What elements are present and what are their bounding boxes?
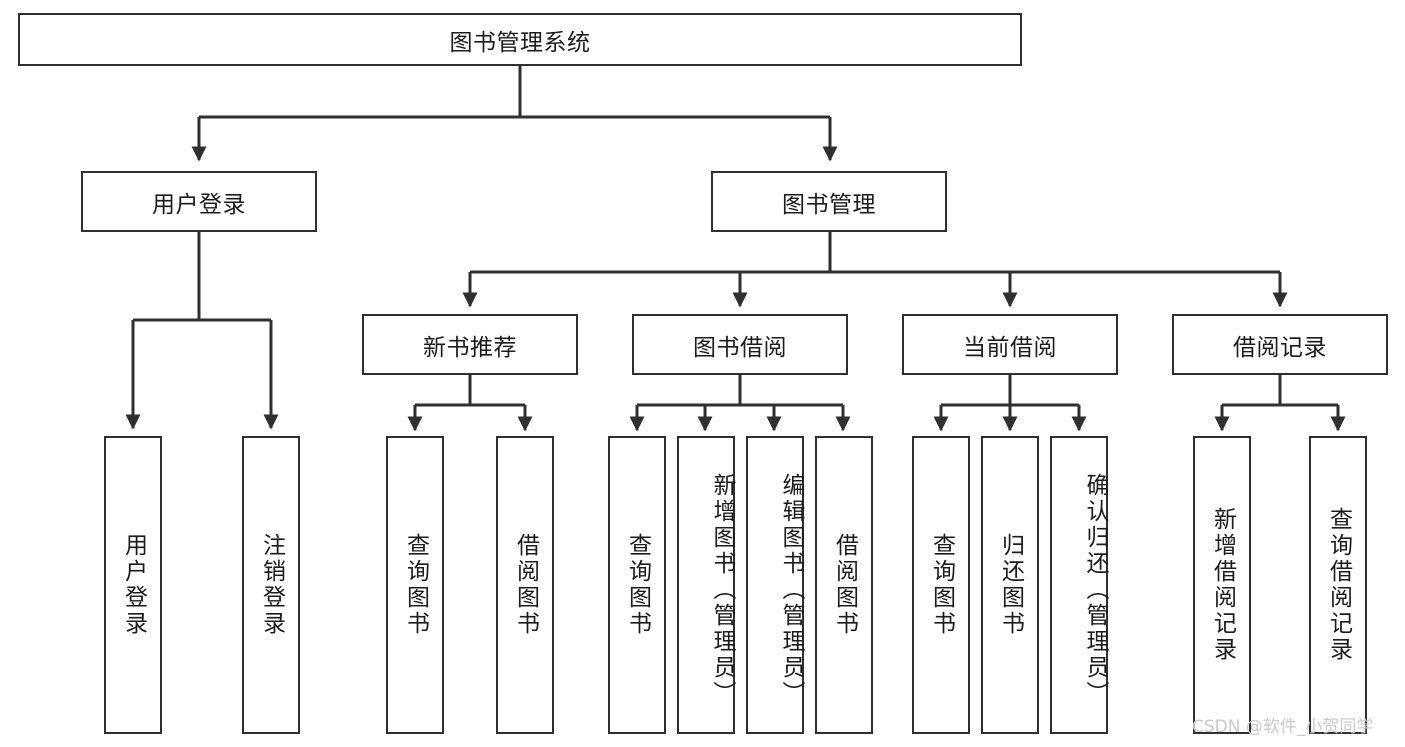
- leaf-query-book-borrow-label: 查询图书: [624, 533, 651, 637]
- leaf-borrow-book-recommend[interactable]: 借阅图书: [496, 436, 554, 734]
- leaf-query-book-recommend[interactable]: 查询图书: [386, 436, 444, 734]
- node-book-borrow-label: 图书借阅: [693, 334, 787, 361]
- leaf-user-login-label: 用户登录: [120, 533, 147, 637]
- leaf-logout[interactable]: 注销登录: [242, 436, 300, 734]
- leaf-add-borrow-record[interactable]: 新增借阅记录: [1193, 436, 1251, 734]
- leaf-confirm-return-admin[interactable]: 确认归还（管理员）: [1050, 436, 1108, 734]
- node-user-login[interactable]: 用户登录: [81, 171, 317, 232]
- leaf-borrow-book-label: 借阅图书: [831, 533, 858, 637]
- node-new-book-recommend-label: 新书推荐: [423, 334, 517, 361]
- leaf-add-book-admin[interactable]: 新增图书（管理员）: [677, 436, 735, 734]
- leaf-query-book-current[interactable]: 查询图书: [912, 436, 970, 734]
- leaf-edit-book-admin[interactable]: 编辑图书（管理员）: [746, 436, 804, 734]
- node-book-borrow[interactable]: 图书借阅: [632, 314, 848, 375]
- leaf-add-book-admin-label: 新增图书（管理员）: [709, 473, 735, 707]
- leaf-query-borrow-record[interactable]: 查询借阅记录: [1309, 436, 1367, 734]
- node-new-book-recommend[interactable]: 新书推荐: [362, 314, 578, 375]
- leaf-add-borrow-record-label: 新增借阅记录: [1209, 507, 1236, 663]
- leaf-borrow-book-recommend-label: 借阅图书: [512, 533, 539, 637]
- node-current-borrow[interactable]: 当前借阅: [902, 314, 1118, 375]
- leaf-confirm-return-admin-label: 确认归还（管理员）: [1082, 473, 1108, 707]
- leaf-query-book-recommend-label: 查询图书: [402, 533, 429, 637]
- node-book-management[interactable]: 图书管理: [711, 171, 947, 232]
- node-root-label: 图书管理系统: [449, 29, 591, 56]
- leaf-return-book-label: 归还图书: [997, 533, 1024, 637]
- node-current-borrow-label: 当前借阅: [963, 334, 1057, 361]
- leaf-borrow-book[interactable]: 借阅图书: [815, 436, 873, 734]
- leaf-edit-book-admin-label: 编辑图书（管理员）: [778, 473, 804, 707]
- leaf-query-borrow-record-label: 查询借阅记录: [1325, 507, 1352, 663]
- node-user-login-label: 用户登录: [152, 191, 246, 218]
- leaf-logout-label: 注销登录: [258, 533, 285, 637]
- leaf-user-login[interactable]: 用户登录: [104, 436, 162, 734]
- node-root[interactable]: 图书管理系统: [18, 13, 1022, 66]
- leaf-query-book-borrow[interactable]: 查询图书: [608, 436, 666, 734]
- leaf-return-book[interactable]: 归还图书: [981, 436, 1039, 734]
- node-book-management-label: 图书管理: [782, 191, 876, 218]
- node-borrow-record[interactable]: 借阅记录: [1172, 314, 1388, 375]
- watermark: CSDN @软件_小贺同学: [1192, 717, 1374, 737]
- leaf-query-book-current-label: 查询图书: [928, 533, 955, 637]
- node-borrow-record-label: 借阅记录: [1233, 334, 1327, 361]
